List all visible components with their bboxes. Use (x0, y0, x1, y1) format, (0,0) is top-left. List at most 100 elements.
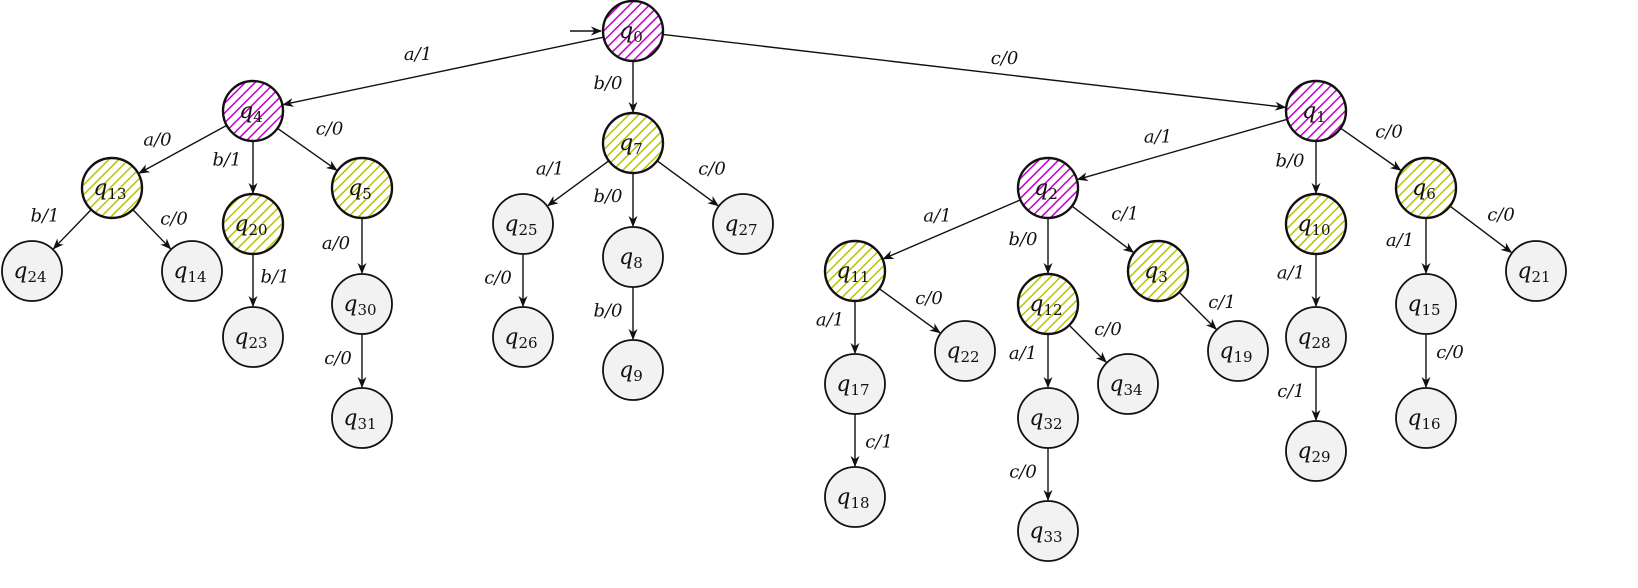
state-circle-q22 (934, 320, 996, 382)
transition-arrow-q3-q19 (1178, 291, 1217, 330)
transition-label-q2-q11: a/1 (923, 206, 951, 227)
state-subscript-q13: 13 (108, 185, 127, 203)
transition-label-q10-q28: a/1 (1277, 263, 1305, 284)
state-subscript-q16: 16 (1422, 415, 1441, 433)
transition-label-q4-q20: b/1 (212, 150, 241, 171)
state-subscript-q1: 1 (1316, 108, 1326, 126)
transition-arrow-q12-q34 (1068, 324, 1107, 363)
transition-label-q1-q2: a/1 (1144, 127, 1172, 148)
state-circle-q2 (1016, 156, 1080, 220)
state-subscript-q18: 18 (851, 494, 870, 512)
state-q8: q8 (602, 226, 664, 288)
state-subscript-q26: 26 (519, 334, 538, 352)
state-subscript-q7: 7 (633, 140, 643, 158)
state-circle-q18 (824, 466, 886, 528)
state-q3: q3 (1126, 239, 1190, 303)
transition-label-q15-q16: c/0 (1436, 342, 1464, 363)
transition-arrow-q7-q25 (547, 160, 610, 207)
transition-label-q11-q22: c/0 (915, 288, 943, 309)
state-q1: q1 (1284, 79, 1348, 143)
state-q2: q2 (1016, 156, 1080, 220)
transition-label-q1-q10: b/0 (1275, 151, 1304, 172)
state-subscript-q9: 9 (633, 367, 643, 385)
state-subscript-q12: 12 (1044, 301, 1063, 319)
state-circle-q14 (161, 240, 223, 302)
state-circle-q19 (1207, 320, 1269, 382)
state-circle-q21 (1505, 240, 1567, 302)
transition-label-q3-q19: c/1 (1208, 292, 1236, 313)
transition-label-q7-q25: a/1 (536, 159, 564, 180)
state-circle-q15 (1395, 273, 1457, 335)
transition-arrow-q1-q6 (1340, 127, 1402, 171)
state-q20: q20 (221, 192, 285, 256)
state-q6: q6 (1394, 156, 1458, 220)
state-q22: q22 (934, 320, 996, 382)
state-subscript-q33: 33 (1044, 528, 1063, 546)
transition-arrow-q0-q1 (662, 33, 1287, 111)
state-q13: q13 (80, 156, 144, 220)
state-subscript-q22: 22 (961, 348, 980, 366)
state-subscript-q10: 10 (1312, 221, 1331, 239)
state-q0: q0 (601, 0, 665, 63)
transition-label-q0-q1: c/0 (991, 48, 1019, 69)
transition-label-q6-q21: c/0 (1487, 205, 1515, 226)
transition-arrow-q7-q27 (656, 160, 719, 207)
state-subscript-q28: 28 (1312, 334, 1331, 352)
state-circle-q33 (1017, 500, 1079, 562)
transition-arrow-q4-q5 (277, 127, 338, 171)
state-q12: q12 (1016, 272, 1080, 336)
state-q5: q5 (330, 156, 394, 220)
state-q31: q31 (331, 387, 393, 449)
transition-arrow-q13-q24 (52, 209, 92, 250)
state-subscript-q2: 2 (1048, 185, 1058, 203)
state-q28: q28 (1285, 306, 1347, 368)
state-q25: q25 (492, 193, 554, 255)
transition-label-q1-q6: c/0 (1375, 122, 1403, 143)
transition-arrow-q13-q14 (132, 209, 172, 250)
transition-label-q6-q15: a/1 (1386, 230, 1414, 251)
transition-label-q30-q31: c/0 (324, 348, 352, 369)
state-q30: q30 (331, 273, 393, 335)
state-subscript-q11: 11 (851, 268, 870, 286)
transition-label-q13-q14: c/0 (160, 209, 188, 230)
state-subscript-q30: 30 (358, 301, 377, 319)
state-q11: q11 (823, 239, 887, 303)
state-circle-q20 (221, 192, 285, 256)
state-q32: q32 (1017, 387, 1079, 449)
state-q10: q10 (1284, 192, 1348, 256)
state-circle-q17 (824, 353, 886, 415)
state-circle-q32 (1017, 387, 1079, 449)
state-circle-q23 (222, 306, 284, 368)
state-q15: q15 (1395, 273, 1457, 335)
state-q33: q33 (1017, 500, 1079, 562)
state-circle-q31 (331, 387, 393, 449)
state-q27: q27 (712, 193, 774, 255)
transition-label-q12-q34: c/0 (1094, 319, 1122, 340)
transition-label-q20-q23: b/1 (260, 267, 289, 288)
transition-label-q13-q24: b/1 (30, 206, 59, 227)
state-subscript-q15: 15 (1422, 301, 1441, 319)
transition-arrow-q1-q2 (1076, 118, 1288, 181)
state-subscript-q8: 8 (633, 254, 643, 272)
transition-label-q0-q4: a/1 (404, 44, 432, 65)
state-circle-q24 (1, 240, 63, 302)
state-subscript-q6: 6 (1426, 185, 1436, 203)
state-circle-q11 (823, 239, 887, 303)
transition-label-q2-q12: b/0 (1008, 229, 1037, 250)
state-subscript-q3: 3 (1158, 268, 1168, 286)
state-circle-q3 (1126, 239, 1190, 303)
state-circle-q8 (602, 226, 664, 288)
state-q21: q21 (1505, 240, 1567, 302)
state-subscript-q4: 4 (253, 108, 263, 126)
state-circle-q25 (492, 193, 554, 255)
state-circle-q1 (1284, 79, 1348, 143)
transition-label-q5-q30: a/0 (322, 233, 350, 254)
transition-arrow-q0-q4 (282, 36, 604, 107)
state-circle-q12 (1016, 272, 1080, 336)
state-circle-q28 (1285, 306, 1347, 368)
transition-label-q25-q26: c/0 (484, 268, 512, 289)
state-circle-q29 (1285, 420, 1347, 482)
state-circle-q10 (1284, 192, 1348, 256)
state-circle-q30 (331, 273, 393, 335)
